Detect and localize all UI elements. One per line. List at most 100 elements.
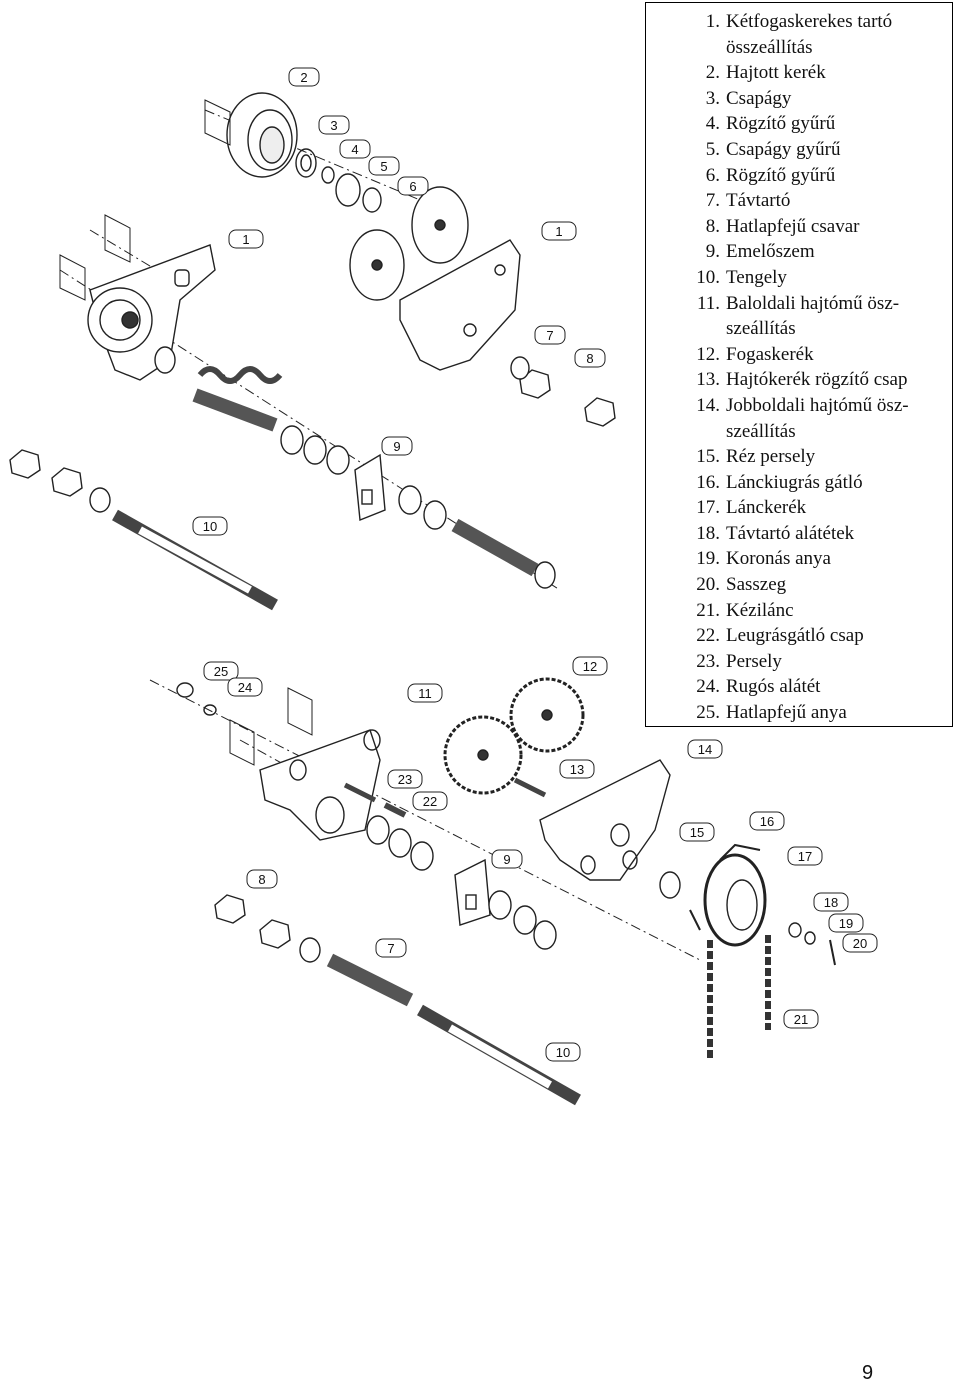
legend-item: 16.Lánckiugrás gátló [646,470,952,496]
legend-item: 22.Leugrásgátló csap [646,623,952,649]
right-frame-upper [349,186,521,371]
legend-item-number: 13. [696,369,720,391]
upper-springs [154,346,556,589]
callout-10-lower: 10 [545,1042,581,1062]
legend-item: 9. Emelőszem [646,239,952,265]
legend-item-label: Hatlapfejű anya [726,702,847,724]
callout-8-lower: 8 [246,869,278,889]
svg-text:7: 7 [387,941,394,956]
callout-16: 16 [749,811,785,831]
gears [443,677,585,798]
callout-4: 4 [339,139,371,159]
legend-item-label: Réz persely [726,446,816,468]
legend-item-label: Tengely [726,266,787,288]
svg-text:4: 4 [351,142,358,157]
legend-item-label: Csapágy gyűrű [726,138,841,160]
svg-text:11: 11 [418,686,432,701]
legend-item: 21.Kézilánc [646,598,952,624]
legend-item-number: 20. [696,574,720,596]
callout-9-lower: 9 [491,849,523,869]
bearing-rings [295,148,382,213]
legend-item: 12.Fogaskerék [646,342,952,368]
callout-15: 15 [679,822,715,842]
lower-nuts [214,894,291,949]
legend-item-number: 3. [705,87,720,109]
legend-item: 4.Rögzítő gyűrű [646,111,952,137]
callout-19: 19 [828,913,864,933]
svg-text:7: 7 [546,328,553,343]
callout-18: 18 [813,892,849,912]
driven-wheel [226,92,298,178]
svg-text:16: 16 [760,814,774,829]
parts-legend-list: 1.Kétfogaskerekes tartó összeállítás 2.H… [646,3,952,726]
svg-text:14: 14 [698,742,712,757]
legend-item-number: 5. [705,138,720,160]
legend-item-number: 24. [696,676,720,698]
callout-2: 2 [288,67,320,87]
legend-item-number: 14. [696,394,720,416]
legend-item-label: Fogaskerék [726,343,814,365]
svg-text:9: 9 [503,852,510,867]
legend-item: 6.Rögzítő gyűrű [646,163,952,189]
legend-item-number: 8. [705,215,720,237]
svg-text:10: 10 [203,519,217,534]
callout-17: 17 [787,846,823,866]
legend-item-label: Lánckiugrás gátló [726,471,863,493]
legend-item-label: Lánckerék [726,497,807,519]
legend-item-number: 2. [705,62,720,84]
callout-13: 13 [559,759,595,779]
callout-6: 6 [397,176,429,196]
svg-text:2: 2 [300,70,307,85]
right-frame-lower [539,759,681,899]
lower-shaft [417,1004,581,1106]
legend-item-label: Csapágy [726,87,792,109]
legend-item-number: 9. [705,241,720,263]
callout-21: 21 [783,1009,819,1029]
legend-item-label: Hajtott kerék [726,62,826,84]
callout-1-left: 1 [228,229,264,249]
legend-item: 23.Persely [646,649,952,675]
svg-text:23: 23 [398,772,412,787]
legend-item-label: Koronás anya [726,548,831,570]
legend-item: 8. Hatlapfejű csavar [646,214,952,240]
callout-8-upper: 8 [574,348,606,368]
callout-11: 11 [407,683,443,703]
legend-item: 14. Jobboldali hajtómű ösz-szeállítás [646,393,952,444]
callout-1-right: 1 [541,221,577,241]
pins [343,782,407,818]
svg-text:8: 8 [586,351,593,366]
callout-20: 20 [842,933,878,953]
legend-item-label: Jobboldali hajtómű ösz-szeállítás [726,394,909,442]
legend-item-label: Hajtókerék rögzítő csap [726,369,908,391]
legend-item: 20. Sasszeg [646,572,952,598]
svg-text:8: 8 [258,872,265,887]
callout-25: 25 [203,661,239,681]
parts-legend: 1.Kétfogaskerekes tartó összeállítás 2.H… [645,2,953,727]
legend-item-label: Baloldali hajtómű ösz-szeállítás [726,292,900,340]
callout-12: 12 [572,656,608,676]
legend-item-number: 6. [705,164,720,186]
legend-item-number: 19. [696,548,720,570]
svg-text:12: 12 [583,659,597,674]
svg-text:3: 3 [330,118,337,133]
svg-text:24: 24 [238,680,252,695]
callout-22: 22 [412,791,448,811]
svg-text:21: 21 [794,1012,808,1027]
legend-item-label: Hatlapfejű csavar [726,215,860,237]
svg-text:10: 10 [556,1045,570,1060]
legend-item-number: 22. [696,625,720,647]
svg-text:13: 13 [570,762,584,777]
legend-item-number: 1. [705,11,720,32]
lower-springs [299,815,557,1007]
svg-text:5: 5 [380,159,387,174]
legend-item-label: Sasszeg [726,574,787,596]
legend-item-label: Emelőszem [726,241,815,263]
legend-item-number: 10. [696,266,720,288]
legend-item-number: 7. [705,190,720,212]
legend-item-number: 11. [696,292,720,314]
left-frame-lower [176,682,381,841]
svg-text:1: 1 [555,224,562,239]
callout-14: 14 [687,739,723,759]
callout-3: 3 [318,115,350,135]
